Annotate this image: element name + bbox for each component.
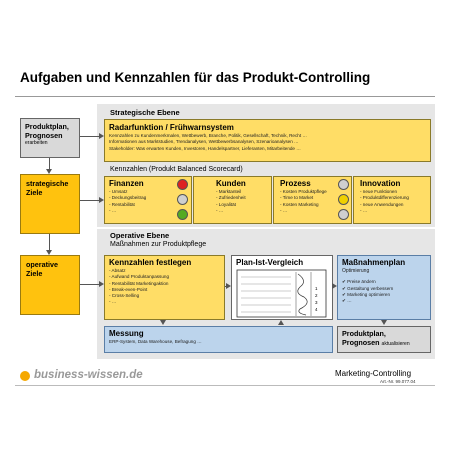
messung-title: Messung xyxy=(109,329,144,338)
arrow-line xyxy=(80,200,99,201)
operative-ziele-label: operative Ziele xyxy=(26,260,58,278)
traffic-light-off-icon xyxy=(338,179,349,190)
bsc-finanzen-title: Finanzen xyxy=(109,179,144,188)
radar-line-3: Stakeholder: Was erwarten Kunden, Invest… xyxy=(109,145,301,151)
traffic-light-red-icon xyxy=(177,179,188,190)
bsc-finanzen-item: - Rentabilität xyxy=(109,201,135,207)
massnahmenplan-item: ✔ Gestaltung verbessern xyxy=(342,285,394,291)
arrow-line xyxy=(49,158,50,169)
massnahmenplan-item: ✔ Marketing optimieren xyxy=(342,291,391,297)
produktplan-aktualisieren-line1: Produktplan, xyxy=(342,329,386,338)
logo-dot-icon xyxy=(20,371,30,381)
footer-article-number: Art.-Nr. 99.077.04 xyxy=(380,379,416,384)
arrow-down-icon xyxy=(46,250,52,255)
messung-text: ERP-System, Data Warehouse, Befragung … xyxy=(109,339,202,344)
produktplan-erarbeiten-line1: Produktplan, xyxy=(25,122,69,131)
kennzahlen-festlegen-title: Kennzahlen festlegen xyxy=(109,258,192,267)
kennzahlen-item: - … xyxy=(109,299,117,305)
arrow-line xyxy=(49,234,50,250)
kennzahlen-item: - Cross-Selling xyxy=(109,293,140,299)
strategische-ziele-line2: Ziele xyxy=(26,188,43,197)
kennzahlen-item: - Aufwand Produktanpassung xyxy=(109,274,170,280)
plan-ist-number: 3 xyxy=(315,300,318,305)
arrow-line xyxy=(80,284,99,285)
traffic-light-yellow-icon xyxy=(338,194,349,205)
radar-box: Radarfunktion / Frühwarnsystem Kennzahle… xyxy=(104,119,431,162)
traffic-light-green-icon xyxy=(177,209,188,220)
arrow-right-icon xyxy=(226,283,231,289)
arrow-up-icon xyxy=(278,320,284,325)
produktplan-erarbeiten-line2: Prognosen xyxy=(25,131,63,140)
produktplan-aktualisieren-small: aktualisieren xyxy=(381,341,410,347)
footer-title: Marketing-Controlling xyxy=(335,369,412,378)
arrow-down-icon xyxy=(160,320,166,325)
bsc-label: Kennzahlen (Produkt Balanced Scorecard) xyxy=(110,166,243,173)
bsc-kunden-item: - Loyalität xyxy=(216,201,236,207)
arrow-right-icon xyxy=(332,283,337,289)
massnahmenplan-subtitle: Optimierung xyxy=(342,268,370,274)
massnahmenplan-item: ✔ Preise ändern xyxy=(342,279,376,285)
massnahmenplan-title: Maßnahmenplan xyxy=(342,258,406,267)
kennzahlen-item: - Rentabilität Marketingaktion xyxy=(109,280,169,286)
title-divider xyxy=(15,96,435,97)
kennzahlen-item: - Absatz xyxy=(109,268,126,273)
footer-divider xyxy=(15,385,435,386)
bsc-innovation-item: - neue Anwendungen xyxy=(360,201,404,207)
plan-ist-number: 1 xyxy=(315,286,318,291)
strategic-level-label: Strategische Ebene xyxy=(110,108,180,117)
messung-box: Messung ERP-System, Data Warehouse, Befr… xyxy=(104,326,333,353)
arrow-line xyxy=(80,136,99,137)
bsc-kunden-item: - Marktanteil xyxy=(216,189,242,194)
massnahmenplan-item: ✔ … xyxy=(342,298,352,304)
bsc-prozess-item: - Kosten Produktpflege xyxy=(280,189,327,194)
bsc-innovation-item: - neue Funktionen xyxy=(360,189,398,194)
strategische-ziele-line1: strategische xyxy=(26,179,69,188)
plan-ist-number: 4 xyxy=(315,307,318,312)
bsc-prozess-item: - … xyxy=(280,207,288,213)
bsc-kunden-title: Kunden xyxy=(216,179,246,188)
bsc-prozess-item: - Time to Market xyxy=(280,195,314,201)
plan-ist-vergleich-box: Plan-Ist-Vergleich 1 2 3 4 xyxy=(231,255,333,320)
produktplan-erarbeiten-small: erarbeiten xyxy=(25,140,48,146)
operative-ziele-box: operative Ziele xyxy=(20,255,80,315)
arrow-down-icon xyxy=(381,320,387,325)
bsc-finanzen-item: - Umsatz xyxy=(109,189,128,194)
produktplan-aktualisieren-box: Produktplan, Prognosen aktualisieren xyxy=(337,326,431,353)
bsc-innovation-item: - Produktdifferenzierung xyxy=(360,195,409,201)
arrow-right-icon xyxy=(99,281,104,287)
bsc-innovation-item: - … xyxy=(360,207,368,213)
bsc-finanzen-item: - … xyxy=(109,207,117,213)
operative-level-label: Operative Ebene xyxy=(110,231,170,240)
bsc-innovation-title: Innovation xyxy=(360,179,401,188)
arrow-right-icon xyxy=(99,197,104,203)
page-title: Aufgaben und Kennzahlen für das Produkt-… xyxy=(20,70,371,85)
kennzahlen-festlegen-box: Kennzahlen festlegen - Absatz - Aufwand … xyxy=(104,255,225,320)
plan-ist-vergleich-title: Plan-Ist-Vergleich xyxy=(236,258,304,267)
radar-title: Radarfunktion / Frühwarnsystem xyxy=(109,123,234,132)
footer-logo: business-wissen.de xyxy=(34,369,143,381)
produktplan-aktualisieren-line2: Prognosen xyxy=(342,338,380,347)
bsc-finanzen-item: - Deckungsbeitrag xyxy=(109,195,147,201)
arrow-down-icon xyxy=(46,169,52,174)
radar-line-2: Informationen aus Marktstudien, Trendana… xyxy=(109,139,299,145)
produktplan-aktualisieren-line2-wrap: Prognosen aktualisieren xyxy=(342,338,426,349)
massnahmenplan-box: Maßnahmenplan Optimierung ✔ Preise änder… xyxy=(337,255,431,320)
traffic-light-off-icon xyxy=(338,209,349,220)
produktplan-erarbeiten-box: Produktplan, Prognosen erarbeiten xyxy=(20,118,80,158)
plan-ist-chart: 1 2 3 4 xyxy=(236,269,327,318)
plan-ist-number: 2 xyxy=(315,293,318,298)
bsc-kunden-item: - Zufriedenheit xyxy=(216,195,246,201)
bsc-kunden-box: Kunden - Marktanteil - Zufriedenheit - L… xyxy=(193,176,272,224)
bsc-prozess-title: Prozess xyxy=(280,179,311,188)
traffic-light-off-icon xyxy=(177,194,188,205)
bsc-prozess-item: - Kosten Marketing xyxy=(280,201,319,207)
kennzahlen-item: - Break-even-Point xyxy=(109,286,148,292)
bsc-innovation-box: Innovation - neue Funktionen - Produktdi… xyxy=(353,176,431,224)
strategische-ziele-box: strategische Ziele xyxy=(20,174,80,234)
bsc-kunden-item: - … xyxy=(216,207,224,213)
radar-line-1: Kennzahlen zu Kundenmerkmalen, Wettbewer… xyxy=(109,133,307,138)
operative-sub-label: Maßnahmen zur Produktpflege xyxy=(110,241,207,248)
arrow-right-icon xyxy=(99,133,104,139)
